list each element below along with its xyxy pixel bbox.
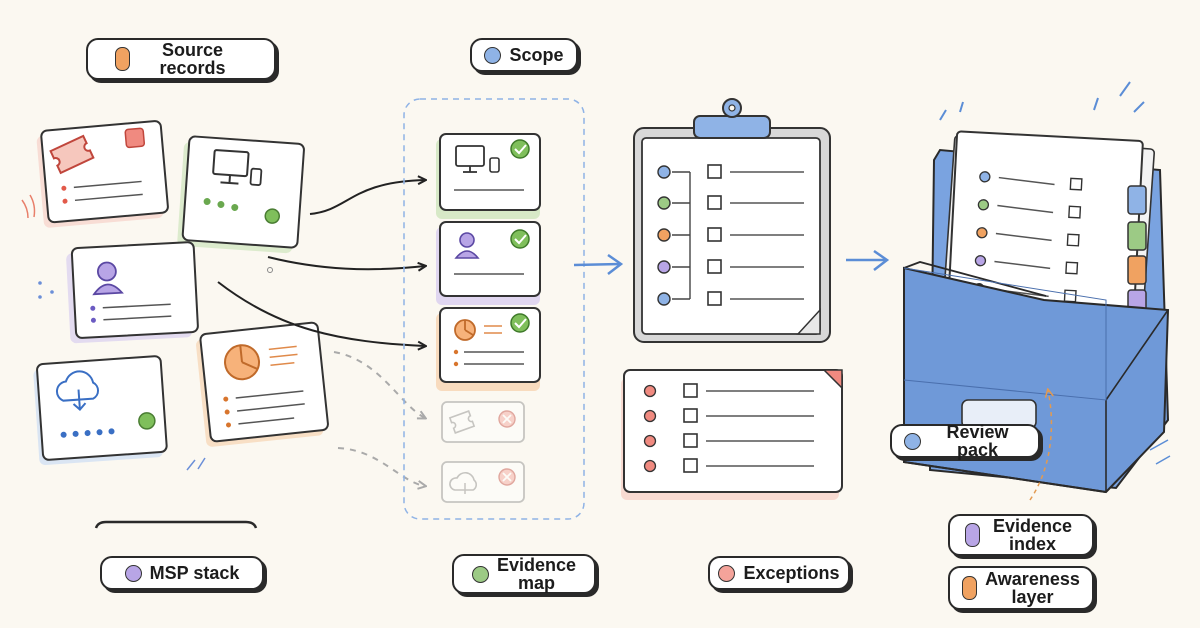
orange-pill-icon [114,47,130,71]
evidence-card-devices [436,133,541,219]
evidence-card-chart [436,307,541,391]
scope-clipboard [633,98,831,343]
user-icon [92,261,124,296]
devices-record-card [177,135,305,254]
green-dot-icon [471,565,489,583]
evidence-index-label: Evidence index [948,514,1094,556]
awareness-layer-label: Awareness layer [948,566,1094,610]
scope-label: Scope [470,38,578,72]
ticket-record-card [36,120,169,228]
check-icon [510,139,530,159]
purple-dot-icon [124,564,142,582]
exceptions-text: Exceptions [743,563,840,583]
purple-pill-icon [964,523,980,547]
orange-pill-icon [962,576,977,600]
evidence-index-text: Evidence index [992,516,1073,554]
excluded-card-ticket [441,401,525,443]
exceptions-label: Exceptions [708,556,850,590]
awareness-layer-text: Awareness layer [985,569,1080,607]
user-record-card [66,241,199,344]
check-icon [510,229,530,249]
exceptions-card [621,369,843,500]
mapping-arrows [217,180,425,486]
awareness-pointer-arrow [1029,390,1051,501]
msp-stack-text: MSP stack [149,563,240,583]
cloud-record-card [33,355,168,466]
cloud-download-icon [55,370,100,411]
red-dot-icon [718,564,736,582]
ticket-icon [49,134,95,175]
review-pack-text: Review pack [946,422,1009,460]
evidence-map-label: Evidence map [452,554,596,594]
pie-chart-icon [224,344,261,381]
blue-dot-icon [904,432,921,450]
arrow-to-scope [573,262,621,267]
source-records-label: Source records [86,38,276,80]
cross-icon [498,410,516,428]
check-icon [510,313,530,333]
devices-icon [212,149,263,186]
evidence-map-text: Evidence map [496,555,577,593]
excluded-card-cloud [441,461,525,503]
msp-stack-label: MSP stack [100,556,264,590]
source-records-text: Source records [159,40,226,78]
evidence-card-user [436,221,541,305]
scope-text: Scope [509,45,564,65]
cross-icon [498,468,516,486]
chart-record-card [196,321,329,447]
review-pack-box [903,81,1171,494]
evidence-map-frame [403,98,585,520]
blue-dot-icon [484,46,502,64]
review-pack-label: Review pack [890,422,1040,460]
